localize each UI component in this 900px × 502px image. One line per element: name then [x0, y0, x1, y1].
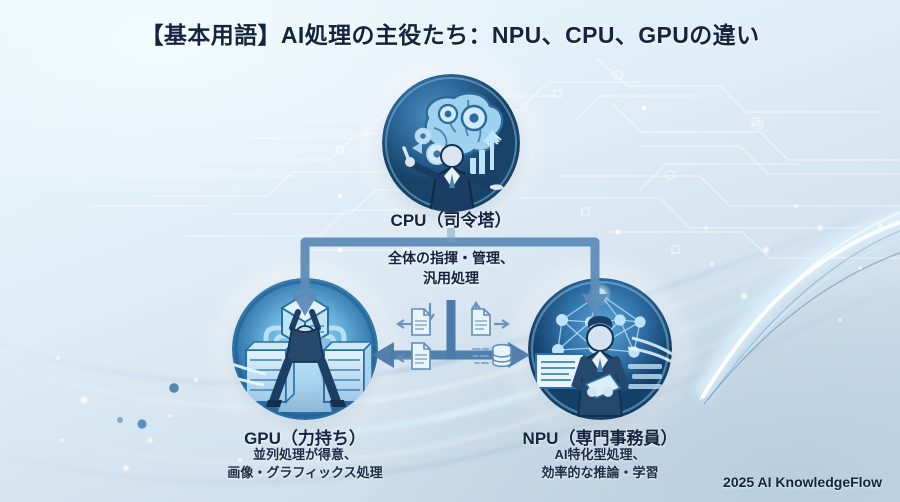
database-icon-right-lower [472, 342, 514, 375]
gpu-label: GPU（力持ち） [244, 429, 366, 448]
npu-description-line1: AI特化型処理、 [554, 447, 646, 462]
footer-credit: 2025 AI KnowledgeFlow [723, 474, 882, 490]
light-swoosh-right [693, 208, 900, 405]
light-swoosh-left [0, 205, 900, 483]
gpu-description-line1: 並列処理が得意、 [252, 447, 357, 462]
cpu-illustration [382, 74, 520, 212]
gpu-description-line2: 画像・グラフィックス処理 [227, 465, 383, 481]
gpu-description: 並列処理が得意、 画像・グラフィックス処理 [185, 446, 425, 483]
center-note-line2: 汎用処理 [423, 270, 479, 287]
gpu-illustration [232, 278, 378, 420]
sparkle-dots [55, 203, 884, 473]
document-icon-left-upper [410, 308, 432, 341]
npu-label: NPU（専門事務員） [522, 429, 678, 448]
center-note: 全体の指揮・管理、 汎用処理 [351, 248, 551, 289]
page-title: 【基本用語】AI処理の主役たち：NPU、CPU、GPUの違い [140, 22, 760, 48]
swoosh-endpoints [117, 383, 179, 429]
npu-description: AI特化型処理、 効率的な推論・学習 [490, 446, 710, 483]
document-icon-left-lower [410, 342, 432, 375]
document-icon-right-upper [470, 308, 492, 341]
npu-description-line2: 効率的な推論・学習 [541, 465, 659, 481]
npu-illustration [528, 278, 672, 420]
cpu-label: CPU（司令塔） [390, 211, 512, 230]
center-note-line1: 全体の指揮・管理、 [388, 250, 514, 266]
